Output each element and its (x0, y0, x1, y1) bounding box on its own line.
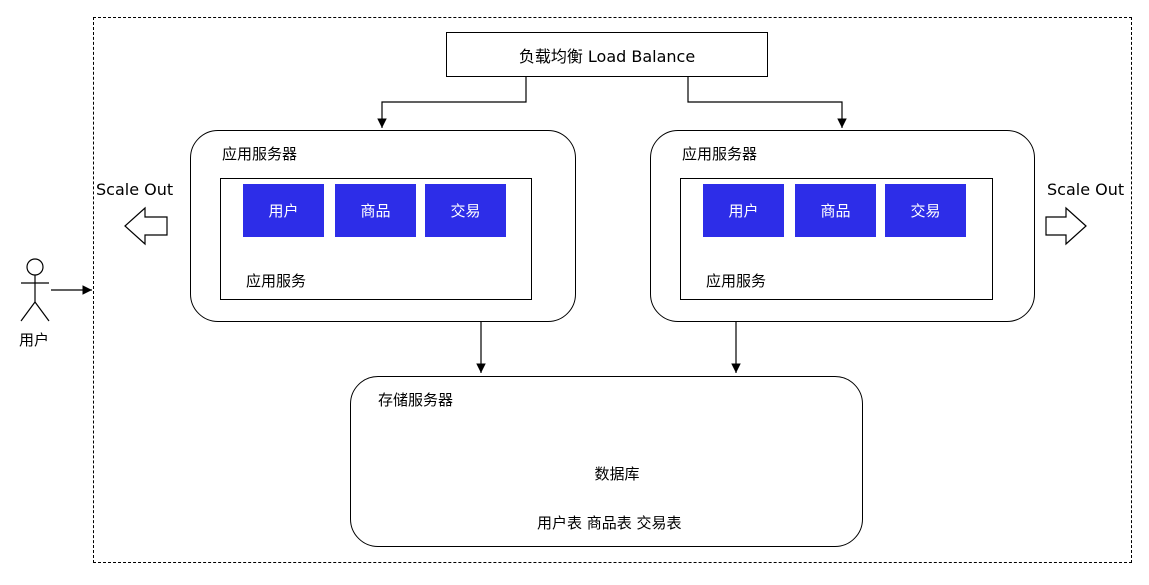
scale-out-right-arrow-icon (1045, 206, 1087, 246)
load-balancer-label: 负载均衡 Load Balance (518, 46, 696, 66)
service-trade-1: 交易 (425, 184, 506, 237)
app-service-1-label: 应用服务 (246, 272, 307, 290)
lb-to-server2-connector (687, 77, 847, 128)
service-product-1: 商品 (335, 184, 416, 237)
user-actor-icon (20, 258, 50, 322)
tables-label: 用户表 商品表 交易表 (537, 514, 682, 532)
storage-server (350, 376, 863, 547)
service-user-2: 用户 (703, 184, 784, 237)
system-boundary (93, 17, 1132, 563)
app-service-2-label: 应用服务 (706, 272, 767, 290)
app-server-1-title: 应用服务器 (222, 145, 298, 163)
scale-out-right-label: Scale Out (1047, 180, 1125, 199)
lb-to-server1-connector (377, 77, 527, 128)
scale-out-left-arrow-icon (124, 206, 168, 246)
storage-server-title: 存储服务器 (378, 391, 454, 409)
database-label: 数据库 (594, 465, 640, 483)
service-product-2: 商品 (795, 184, 876, 237)
actor-label: 用户 (19, 331, 50, 349)
scale-out-left-label: Scale Out (96, 180, 174, 199)
service-trade-2: 交易 (885, 184, 966, 237)
load-balancer-box: 负载均衡 Load Balance (446, 32, 768, 77)
app-server-2-title: 应用服务器 (682, 145, 758, 163)
service-user-1: 用户 (243, 184, 324, 237)
